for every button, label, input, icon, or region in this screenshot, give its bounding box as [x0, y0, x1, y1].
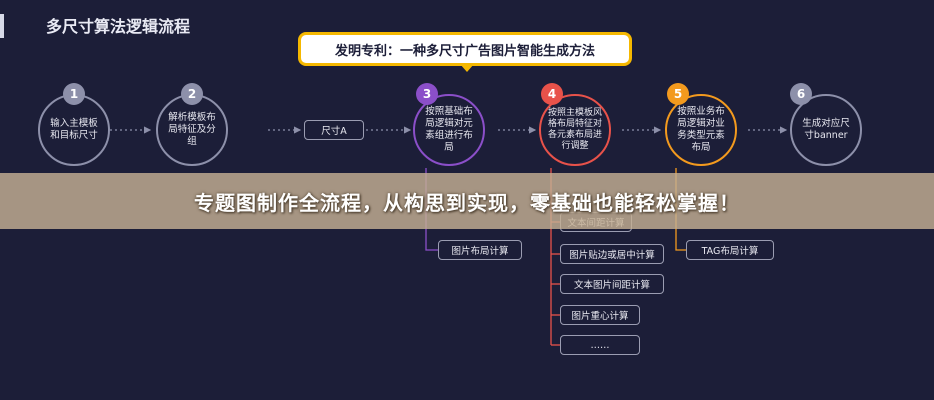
- step-3-text: 按照基础布局逻辑对元素组进行布局: [425, 106, 473, 153]
- step-2-number: 2: [181, 83, 203, 105]
- step-4-subtask: 图片重心计算: [560, 305, 640, 325]
- patent-callout-text: 发明专利：一种多尺寸广告图片智能生成方法: [334, 43, 595, 59]
- step-3-subtask: 图片布局计算: [438, 240, 522, 260]
- page-title: 多尺寸算法逻辑流程: [46, 17, 191, 36]
- overlay-banner: 专题图制作全流程，从构思到实现，零基础也能轻松掌握！: [0, 173, 934, 229]
- step-1-text: 输入主模板和目标尺寸: [50, 118, 98, 141]
- step-5-number: 5: [667, 83, 689, 105]
- patent-callout: 发明专利：一种多尺寸广告图片智能生成方法: [298, 32, 632, 66]
- title-accent-bar: [0, 14, 4, 38]
- callout-pointer: [460, 64, 474, 72]
- step-3-number: 3: [416, 83, 438, 105]
- step-5-node: 按照业务布局逻辑对业务类型元素布局: [665, 94, 737, 166]
- step-4-node: 按照主模板风格布局特征对各元素布局进行调整: [539, 94, 611, 166]
- step-4-subtask: 文本图片间距计算: [560, 274, 664, 294]
- step-4-subtask: ……: [560, 335, 640, 355]
- step-4-text: 按照主模板风格布局特征对各元素布局进行调整: [547, 108, 602, 151]
- step-1-number: 1: [63, 83, 85, 105]
- step-3-node: 按照基础布局逻辑对元素组进行布局: [413, 94, 485, 166]
- step-4-subtask: 图片贴边或居中计算: [560, 244, 664, 264]
- step-5-subtask: TAG布局计算: [686, 240, 774, 260]
- step-1-node: 输入主模板和目标尺寸: [38, 94, 110, 166]
- step-2-text: 解析模板布局特征及分组: [168, 112, 216, 147]
- step-6-text: 生成对应尺寸banner: [802, 118, 850, 141]
- banner-headline: 专题图制作全流程，从构思到实现，零基础也能轻松掌握！: [194, 190, 740, 215]
- step-6-number: 6: [790, 83, 812, 105]
- step-4-number: 4: [541, 83, 563, 105]
- size-a-box: 尺寸A: [304, 120, 364, 140]
- step-6-node: 生成对应尺寸banner: [790, 94, 862, 166]
- step-5-text: 按照业务布局逻辑对业务类型元素布局: [677, 106, 725, 153]
